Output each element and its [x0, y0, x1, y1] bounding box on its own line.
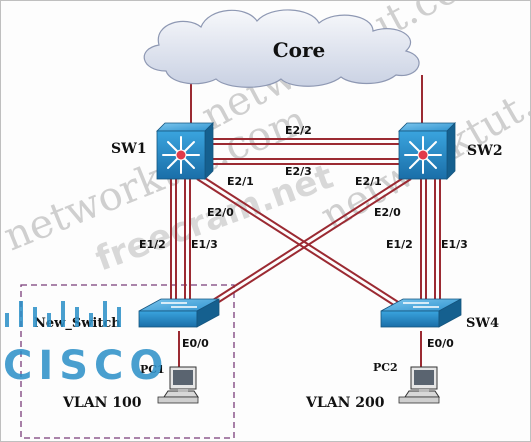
vlan-100-label: VLAN 100: [62, 395, 142, 411]
port-label-sw4-e00: E0/0: [427, 337, 454, 350]
sw2-label: SW2: [467, 143, 503, 159]
link-sw1-sw4-a: [196, 172, 407, 308]
sw4-switch-icon[interactable]: [380, 298, 462, 328]
sw1-label: SW1: [111, 141, 147, 157]
port-label-sw1-e20: E2/0: [207, 206, 234, 219]
port-label-sw1-e21: E2/1: [227, 175, 254, 188]
cisco-logo-wordmark: CISCO: [3, 343, 169, 389]
sw2-switch-icon[interactable]: [398, 122, 456, 180]
pc1-label: PC1: [140, 363, 165, 376]
port-label-sw4-e13: E1/3: [441, 238, 468, 251]
core-cloud-icon: [143, 9, 420, 88]
port-label-sw2-e20: E2/0: [374, 206, 401, 219]
pc2-computer-icon[interactable]: [398, 366, 440, 404]
port-label-e23: E2/3: [285, 165, 312, 178]
port-label-sw2-e21: E2/1: [355, 175, 382, 188]
sw1-switch-icon[interactable]: [156, 122, 214, 180]
port-label-sw4-e12: E1/2: [386, 238, 413, 251]
vlan-200-label: VLAN 200: [305, 395, 385, 411]
pc1-computer-icon[interactable]: [157, 366, 199, 404]
new-switch-icon[interactable]: [138, 298, 220, 328]
link-sw2-newswitch-a: [201, 172, 412, 308]
port-label-newswitch-e12: E1/2: [139, 238, 166, 251]
new-switch-boundary-box: [20, 284, 235, 439]
link-sw2-newswitch-b: [207, 178, 412, 310]
pc2-label: PC2: [373, 361, 398, 374]
port-label-newswitch-e13: E1/3: [191, 238, 218, 251]
sw4-label: SW4: [466, 316, 499, 331]
cisco-logo: [5, 301, 121, 327]
core-label: Core: [273, 38, 326, 62]
links: [170, 75, 441, 369]
port-label-e22: E2/2: [285, 124, 312, 137]
port-label-newswitch-e00: E0/0: [182, 337, 209, 350]
